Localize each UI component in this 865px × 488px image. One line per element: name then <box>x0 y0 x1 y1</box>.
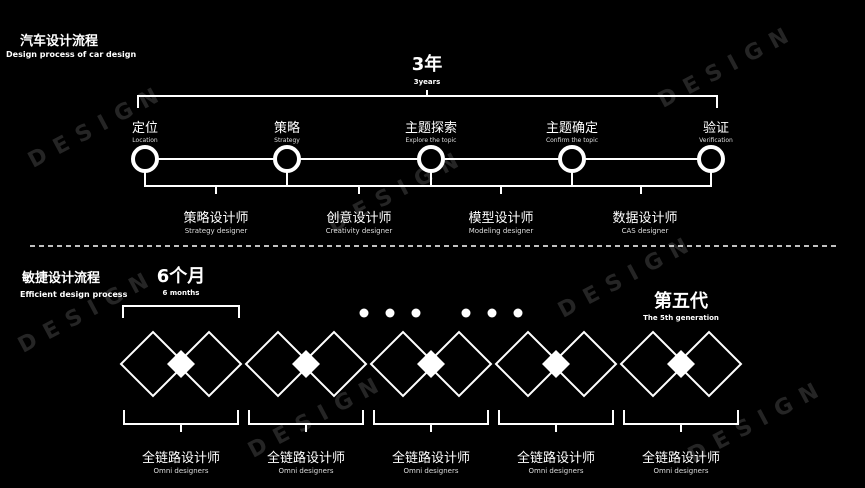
stage-node <box>697 145 725 173</box>
omni-label-en: Omni designers <box>278 467 334 475</box>
stage-label-en: Confirm the topic <box>545 137 599 144</box>
agile-duration: 6个月 <box>156 266 206 287</box>
ellipsis-dots <box>359 308 523 318</box>
agile-title: 敏捷设计流程 <box>22 271 101 286</box>
agile-subtitle: Efficient design process <box>20 290 128 299</box>
omni-label: 全链路设计师 <box>641 451 721 466</box>
role-label: 策略设计师 <box>183 211 249 226</box>
generation-label-en: The 5th generation <box>643 314 719 322</box>
process-diagram <box>30 90 840 247</box>
generation-label: 第五代 <box>654 291 708 312</box>
iteration-diamonds <box>119 330 243 398</box>
omni-label: 全链路设计师 <box>516 451 596 466</box>
omni-label-en: Omni designers <box>153 467 209 475</box>
omni-label-en: Omni designers <box>528 467 584 475</box>
role-label: 数据设计师 <box>612 211 678 226</box>
omni-label-en: Omni designers <box>653 467 709 475</box>
agile-duration-en: 6 months <box>162 289 200 297</box>
page-title: 汽车设计流程 <box>20 34 99 49</box>
role-label-en: Creativity designer <box>325 227 393 235</box>
role-label-en: CAS designer <box>621 227 669 235</box>
stage-label-en: Strategy <box>274 137 300 144</box>
iteration-diamonds <box>244 330 368 398</box>
stage-label-en: Location <box>132 137 158 144</box>
role-label-en: Modeling designer <box>468 227 534 235</box>
stage-node <box>417 145 445 173</box>
stage-label: 验证 <box>702 121 730 136</box>
omni-label: 全链路设计师 <box>141 451 221 466</box>
role-label: 创意设计师 <box>326 211 392 226</box>
stage-label-en: Explore the topic <box>405 137 457 144</box>
omni-label-en: Omni designers <box>403 467 459 475</box>
stage-node <box>558 145 586 173</box>
role-label-en: Strategy designer <box>184 227 248 235</box>
stage-node <box>273 145 301 173</box>
iteration-diamonds <box>619 330 743 398</box>
stage-label: 定位 <box>131 121 159 136</box>
omni-label: 全链路设计师 <box>391 451 471 466</box>
stage-node <box>131 145 159 173</box>
stage-label-en: Verification <box>699 137 733 144</box>
duration-top: 3年 <box>411 54 443 75</box>
omni-label: 全链路设计师 <box>266 451 346 466</box>
iteration-diamonds <box>494 330 618 398</box>
stage-label: 主题确定 <box>545 121 599 136</box>
page-subtitle: Design process of car design <box>6 50 137 59</box>
stage-label: 主题探索 <box>404 121 458 136</box>
iteration-diamonds <box>369 330 493 398</box>
role-label: 模型设计师 <box>468 211 534 226</box>
stage-label: 策略 <box>273 121 301 136</box>
duration-top-en: 3years <box>413 78 441 86</box>
